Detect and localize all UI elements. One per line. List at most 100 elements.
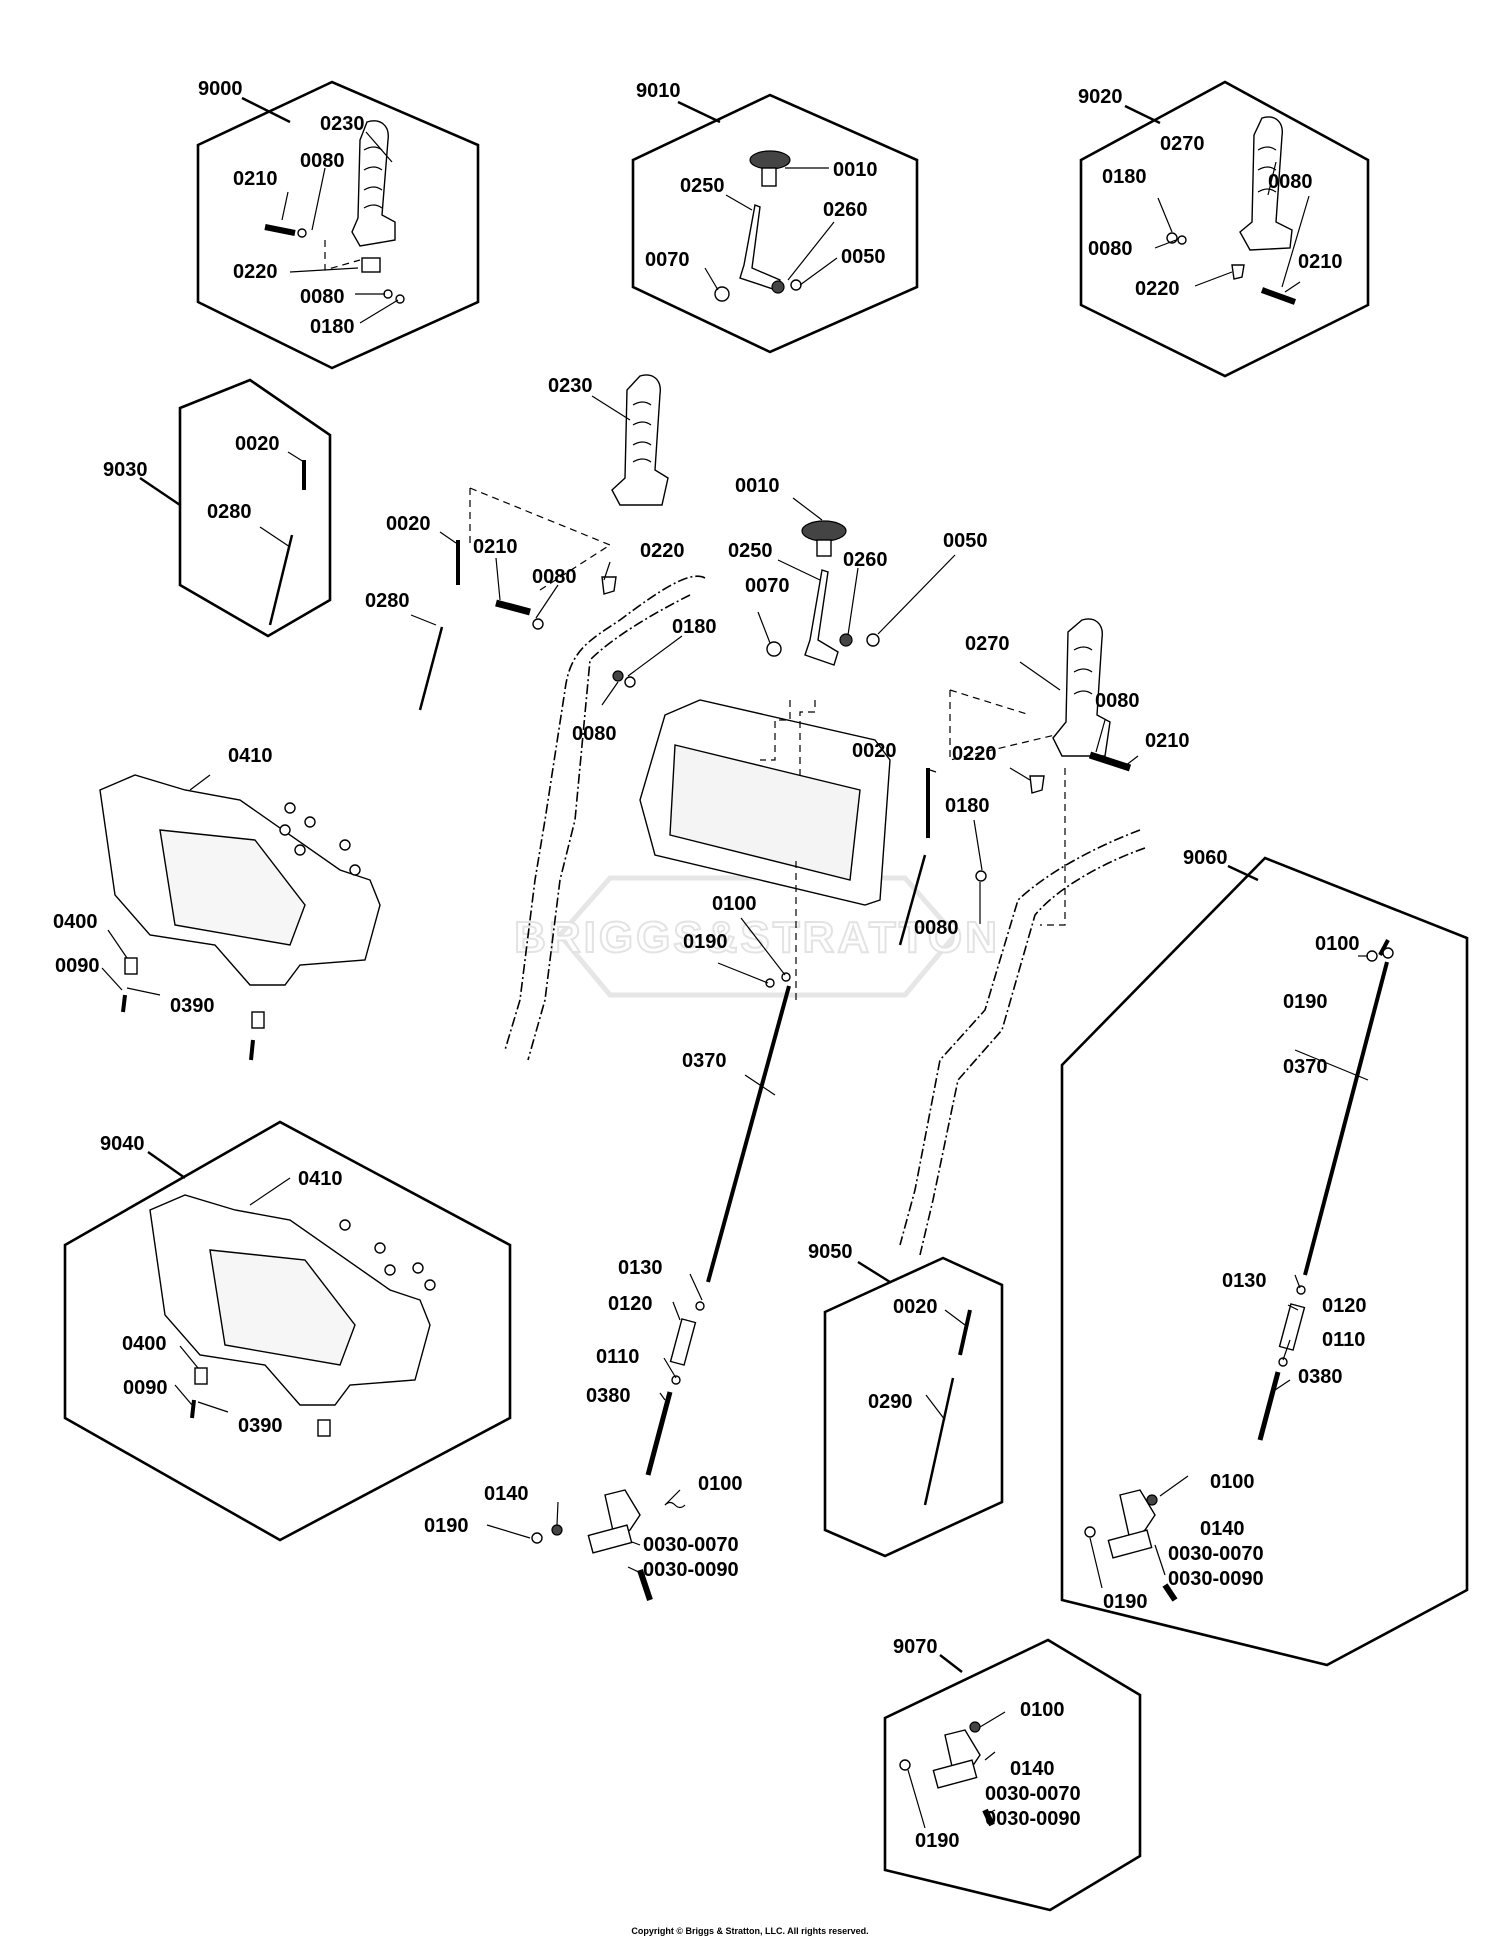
kit-9000-drawing <box>264 120 405 304</box>
label-0410: 0410 <box>228 745 273 767</box>
label-0260: 0260 <box>843 549 888 571</box>
kit-label-9000: 9000 <box>198 78 243 100</box>
label-0180: 0180 <box>945 795 990 817</box>
label-0250: 0250 <box>680 175 725 197</box>
chute-tilt-handle <box>1052 618 1111 757</box>
chute-control-handle-9020 <box>1239 116 1293 251</box>
label-0220: 0220 <box>233 261 278 283</box>
label-0100: 0100 <box>1315 933 1360 955</box>
label-0280: 0280 <box>365 590 410 612</box>
label-0030-0070: 0030-0070 <box>985 1783 1081 1805</box>
label-0100: 0100 <box>1020 1699 1065 1721</box>
label-0080: 0080 <box>300 150 345 172</box>
label-0080: 0080 <box>1095 690 1140 712</box>
label-0020: 0020 <box>852 740 897 762</box>
label-0130: 0130 <box>618 1257 663 1279</box>
label-0030-0090: 0030-0090 <box>1168 1568 1264 1590</box>
label-0050: 0050 <box>943 530 988 552</box>
label-0030-0090: 0030-0090 <box>643 1559 739 1581</box>
label-0370: 0370 <box>682 1050 727 1072</box>
label-0140: 0140 <box>1010 1758 1055 1780</box>
label-0260: 0260 <box>823 199 868 221</box>
shift-lever <box>804 569 839 666</box>
left-handlebar <box>504 575 706 1051</box>
part-labels: 0230 0080 0210 0220 0080 0180 0010 0250 … <box>53 113 1367 1852</box>
label-0110: 0110 <box>596 1346 639 1368</box>
label-0210: 0210 <box>1145 730 1190 752</box>
label-0020: 0020 <box>893 1296 938 1318</box>
label-0120: 0120 <box>608 1293 653 1315</box>
sleeve <box>669 1318 697 1366</box>
right-handlebar <box>899 829 1141 1246</box>
label-0190: 0190 <box>915 1830 960 1852</box>
label-0370: 0370 <box>1283 1056 1328 1078</box>
kit-9000-outline <box>196 80 480 370</box>
label-0080: 0080 <box>300 286 345 308</box>
label-0250: 0250 <box>728 540 773 562</box>
label-0210: 0210 <box>1298 251 1343 273</box>
label-0390: 0390 <box>238 1415 283 1437</box>
label-0010: 0010 <box>735 475 780 497</box>
kit-9030-drawing <box>268 460 306 626</box>
label-0230: 0230 <box>548 375 593 397</box>
kit-label-9010: 9010 <box>636 80 681 102</box>
label-0270: 0270 <box>965 633 1010 655</box>
label-0130: 0130 <box>1222 1270 1267 1292</box>
label-0010: 0010 <box>833 159 878 181</box>
label-0230: 0230 <box>320 113 365 135</box>
label-0220: 0220 <box>640 540 685 562</box>
kit-9050-outline <box>823 1256 1004 1558</box>
label-0390: 0390 <box>170 995 215 1017</box>
kit-label-9020: 9020 <box>1078 86 1123 108</box>
label-0020: 0020 <box>235 433 280 455</box>
shift-lever-9010 <box>739 204 781 291</box>
label-0100: 0100 <box>712 893 757 915</box>
copyright-footer: Copyright © Briggs & Stratton, LLC. All … <box>631 1926 868 1936</box>
kit-9030-outline <box>178 378 332 638</box>
label-0380: 0380 <box>1298 1366 1343 1388</box>
label-0280: 0280 <box>207 501 252 523</box>
cover-drawing-main <box>99 774 381 1061</box>
label-0030-0070: 0030-0070 <box>1168 1543 1264 1565</box>
kit-label-9060: 9060 <box>1183 847 1228 869</box>
cover-drawing-9040 <box>149 1194 436 1437</box>
knob-9010 <box>749 150 791 170</box>
label-0070: 0070 <box>745 575 790 597</box>
label-0020: 0020 <box>386 513 431 535</box>
kit-label-9040: 9040 <box>100 1133 145 1155</box>
kit-9010-outline <box>631 93 919 354</box>
kit-label-9050: 9050 <box>808 1241 853 1263</box>
label-0080: 0080 <box>914 917 959 939</box>
label-0080: 0080 <box>532 566 577 588</box>
shift-knob <box>801 520 847 542</box>
kit-9050-drawing <box>923 1309 972 1506</box>
label-0190: 0190 <box>1283 991 1328 1013</box>
label-0030-0070: 0030-0070 <box>643 1534 739 1556</box>
label-0140: 0140 <box>1200 1518 1245 1540</box>
label-0110: 0110 <box>1322 1329 1365 1351</box>
label-0400: 0400 <box>122 1333 167 1355</box>
label-0190: 0190 <box>1103 1591 1148 1613</box>
washer-9000 <box>297 228 307 238</box>
kit-9020-drawing <box>1166 116 1297 305</box>
label-0140: 0140 <box>484 1483 529 1505</box>
label-0180: 0180 <box>1102 166 1147 188</box>
label-0100: 0100 <box>698 1473 743 1495</box>
kit-labels: 9000 9010 9020 9030 9040 9050 9060 9070 <box>100 78 1228 1658</box>
label-0080: 0080 <box>1088 238 1133 260</box>
label-0030-0090: 0030-0090 <box>985 1808 1081 1830</box>
label-0120: 0120 <box>1322 1295 1367 1317</box>
label-0210: 0210 <box>473 536 518 558</box>
label-0410: 0410 <box>298 1168 343 1190</box>
kit-9060-outline <box>1060 856 1469 1667</box>
kit-9070-outline <box>883 1638 1142 1912</box>
label-0070: 0070 <box>645 249 690 271</box>
kit-9040-outline <box>63 1120 512 1542</box>
label-0400: 0400 <box>53 911 98 933</box>
callout-leaders <box>101 131 1369 1829</box>
kit-9060-drawing <box>1084 939 1394 1602</box>
kit-leaders <box>139 96 1259 1673</box>
label-0050: 0050 <box>841 246 886 268</box>
label-0100: 0100 <box>1210 1471 1255 1493</box>
